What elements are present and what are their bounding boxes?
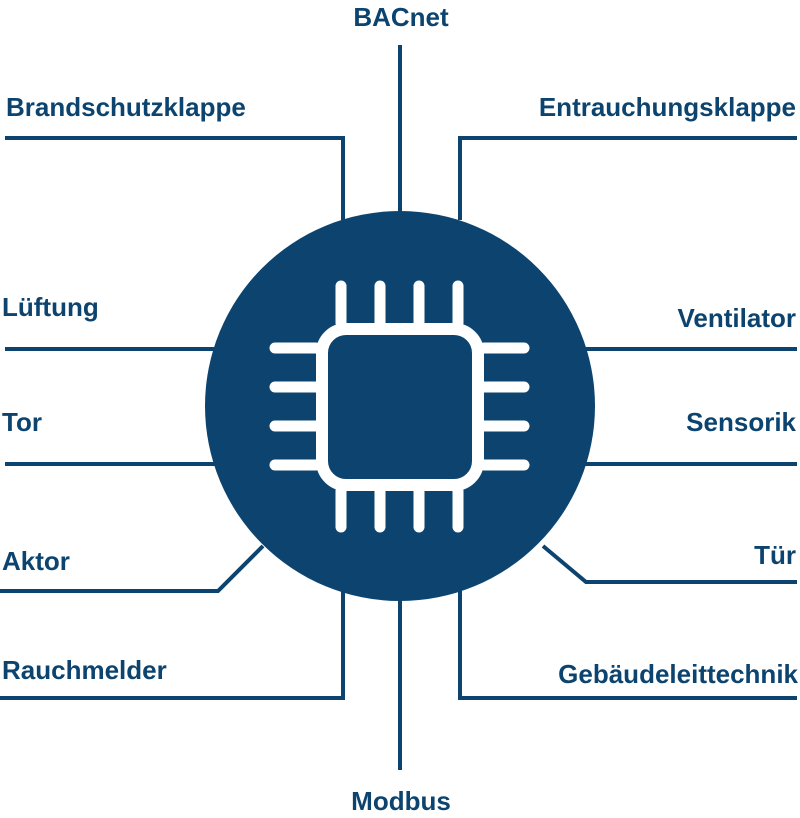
label-gebaeudeleittechnik: Gebäudeleittechnik <box>558 659 798 689</box>
label-modbus: Modbus <box>351 786 451 816</box>
label-ventilator: Ventilator <box>677 303 796 333</box>
center-circle <box>205 211 595 601</box>
label-brandschutzklappe: Brandschutzklappe <box>6 92 246 122</box>
label-bacnet: BACnet <box>353 2 449 32</box>
connector-gebaeudeleittechnik <box>458 590 797 700</box>
label-sensorik: Sensorik <box>686 407 796 437</box>
connector-brandschutzklappe <box>5 136 345 220</box>
connector-aktor <box>0 544 265 593</box>
connector-lines <box>0 45 797 770</box>
connector-entrauchungsklappe <box>458 136 797 220</box>
label-entrauchungsklappe: Entrauchungsklappe <box>538 92 796 122</box>
label-tuer: Tür <box>754 540 796 570</box>
label-lueftung: Lüftung <box>2 292 99 322</box>
label-tor: Tor <box>2 407 42 437</box>
label-rauchmelder: Rauchmelder <box>2 655 167 685</box>
connector-tuer <box>541 544 797 584</box>
microchip-icon <box>269 280 530 533</box>
connector-rauchmelder <box>0 590 345 700</box>
label-aktor: Aktor <box>2 546 70 576</box>
